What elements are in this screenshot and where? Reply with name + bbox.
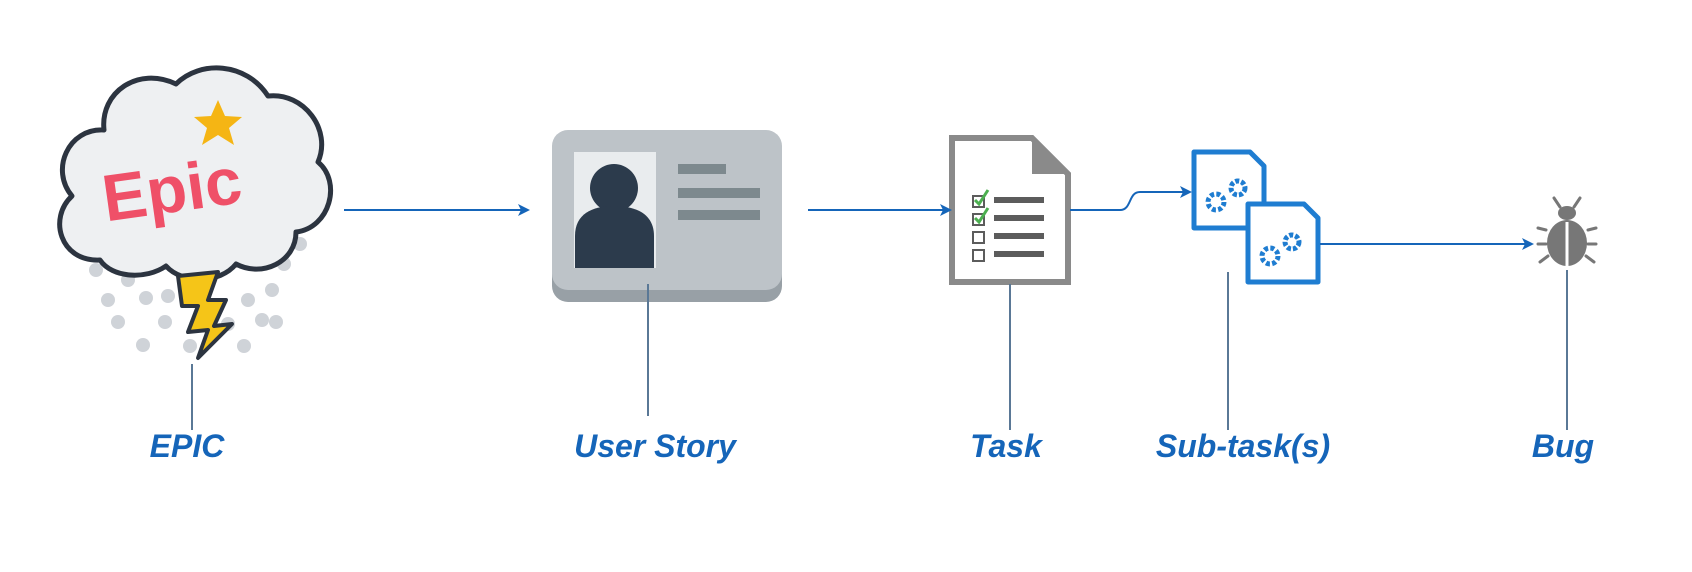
label-sub-tasks: Sub-task(s) — [1155, 428, 1331, 464]
label-task: Task — [970, 428, 1042, 464]
arrow-task-to-subtask — [1070, 186, 1192, 211]
label-connectors — [191, 270, 1568, 430]
id-card-icon — [552, 130, 782, 302]
label-user-story: User Story — [574, 428, 736, 464]
bug-icon — [1536, 196, 1598, 266]
checklist-document-icon — [949, 135, 1071, 285]
label-bug: Bug — [1531, 428, 1595, 464]
gear-documents-icon — [1191, 149, 1321, 285]
label-epic: EPIC — [149, 428, 225, 464]
flow-arrows — [344, 186, 1534, 250]
epic-cloud-icon: Epic — [57, 65, 334, 360]
